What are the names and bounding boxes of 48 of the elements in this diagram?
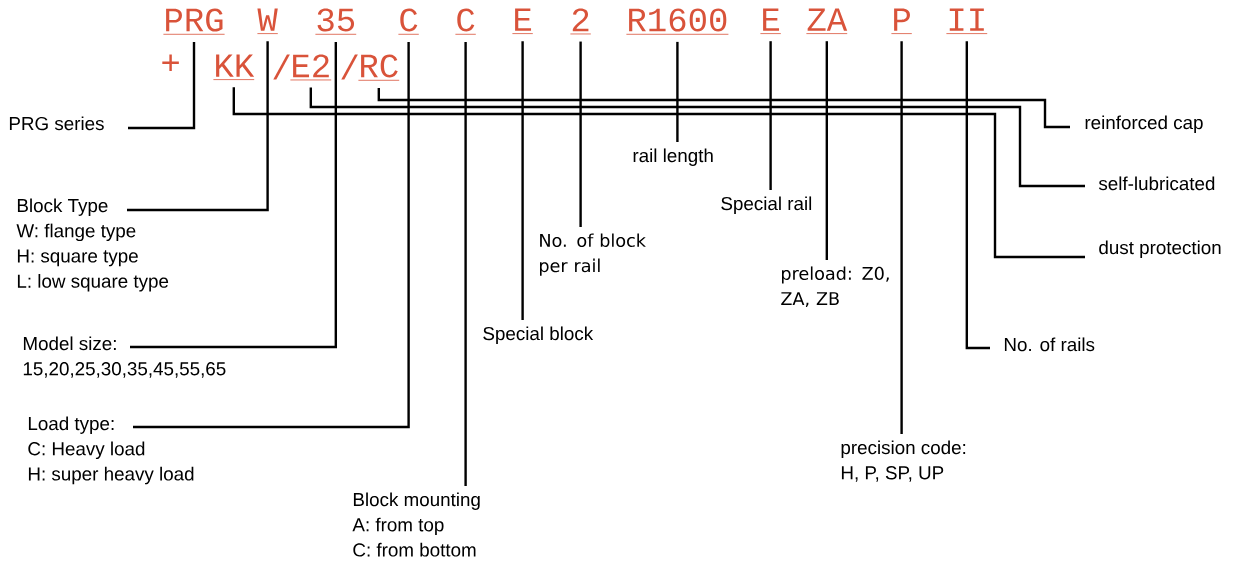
description-text: Block Type W: flange type H: square type L: low square type bbox=[16, 198, 169, 292]
leader-line bbox=[128, 41, 196, 130]
leader-line bbox=[769, 41, 772, 190]
leader-line bbox=[825, 41, 828, 260]
code-segment: C bbox=[398, 8, 420, 35]
description-text: reinforced cap bbox=[1085, 115, 1203, 133]
code-segment: R1600 bbox=[626, 8, 729, 35]
leader-line bbox=[127, 41, 269, 212]
description-text: No. of rails bbox=[1004, 337, 1095, 352]
code-segment: 35 bbox=[315, 8, 357, 35]
description-text: rail length bbox=[633, 148, 713, 166]
code-segment: 2 bbox=[570, 8, 592, 35]
code-segment: RC bbox=[358, 54, 400, 81]
description-text: Model size: 15,20,25,30,35,45,55,65 bbox=[23, 336, 226, 378]
code-segment: PRG bbox=[163, 8, 225, 35]
description-text: Block mounting A: from top C: from bottom bbox=[352, 492, 480, 557]
code-segment: E2 bbox=[290, 54, 332, 81]
description-text: Special block bbox=[483, 326, 594, 344]
description-text: self-lubricated bbox=[1098, 176, 1215, 191]
leader-line bbox=[965, 41, 990, 350]
code-segment: P bbox=[891, 8, 913, 34]
leader-line bbox=[130, 41, 337, 349]
separator-sign: + bbox=[162, 54, 179, 72]
leader-line bbox=[309, 87, 1085, 188]
leader-line bbox=[232, 87, 1085, 259]
leader-line bbox=[521, 41, 524, 320]
leader-line bbox=[464, 41, 467, 486]
description-text: No. of block per rail bbox=[540, 233, 646, 276]
code-segment: KK bbox=[213, 54, 255, 80]
separator-sign: / bbox=[273, 54, 290, 80]
description-text: preload: Z0, ZA, ZB bbox=[781, 266, 889, 307]
code-segment: E bbox=[512, 8, 534, 34]
leader-line bbox=[579, 41, 582, 227]
code-segment: W bbox=[257, 8, 279, 34]
leader-line bbox=[900, 41, 903, 434]
description-text: Load type: C: Heavy load H: super heavy load bbox=[28, 416, 194, 485]
code-segment: ZA bbox=[806, 8, 848, 34]
code-segment: C bbox=[455, 8, 477, 35]
code-segment: II bbox=[946, 8, 988, 34]
description-text: precision code: H, P, SP, UP bbox=[841, 440, 966, 482]
description-text: Special rail bbox=[721, 196, 812, 214]
leader-line bbox=[133, 41, 410, 429]
code-segment: E bbox=[760, 8, 782, 34]
description-text: dust protection bbox=[1099, 240, 1221, 258]
leader-line bbox=[377, 87, 1070, 129]
separator-sign: / bbox=[341, 54, 358, 80]
leader-line bbox=[676, 41, 679, 142]
description-text: PRG series bbox=[9, 116, 104, 131]
